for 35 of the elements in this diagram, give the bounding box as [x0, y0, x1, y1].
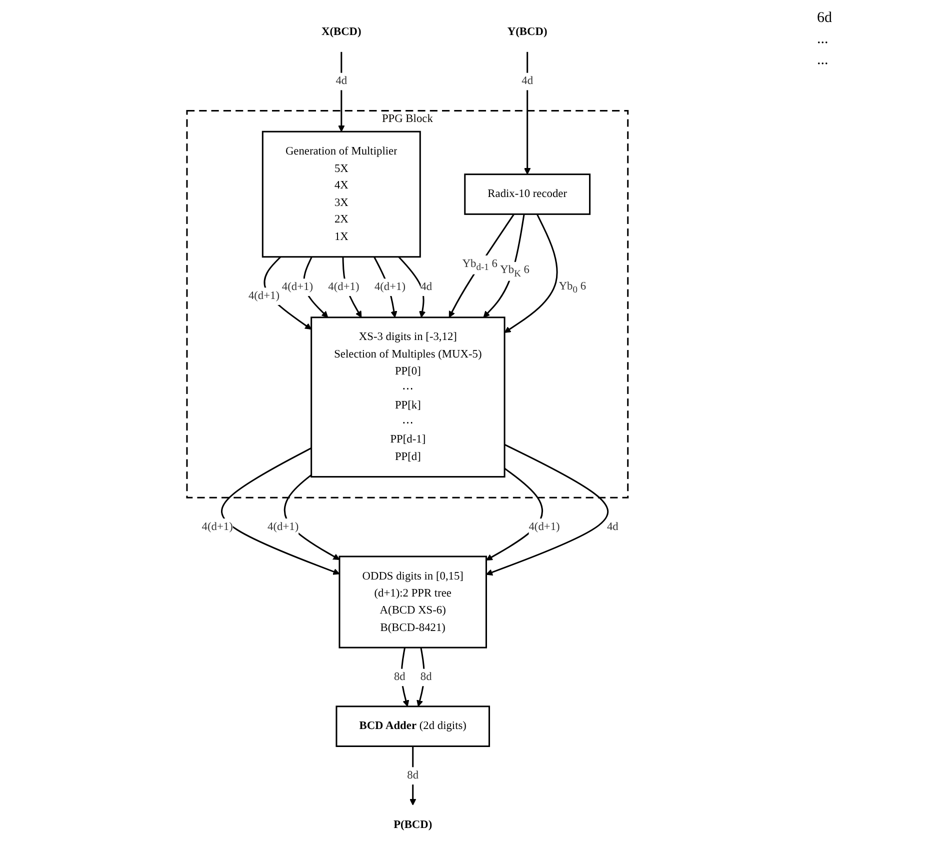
edge-label: 4(d+1)	[282, 280, 314, 294]
node-text: P(BCD)	[394, 818, 432, 831]
arrow	[504, 214, 558, 333]
edge-label: 8d	[407, 769, 419, 782]
arrow	[400, 647, 410, 707]
note-text: ...	[817, 31, 830, 48]
arrow	[398, 256, 426, 318]
edge-label: 4d	[607, 520, 618, 533]
note-text: ...	[817, 52, 830, 69]
node-box: ODDS digits in [0,15] (d+1):2 PPR tree A(BCD XS-6) B(BCD-8421)	[338, 556, 488, 648]
edge-label: Yb$_{K}$ 6	[500, 264, 530, 279]
edge-label: 4d	[420, 280, 432, 294]
arrow	[410, 746, 416, 806]
edge-label: 4(d+1)	[202, 520, 233, 533]
edge-label: 4d	[336, 75, 348, 88]
edge-label: 4(d+1)	[328, 280, 360, 294]
node-box: BCD Adder (2d digits)	[336, 706, 490, 748]
node-box: Generation of Multiplier 5X 4X 3X 2X 1X	[262, 130, 421, 258]
edge-label: Yb$_{0}$ 6	[558, 280, 586, 295]
arrow	[448, 214, 515, 318]
arrow	[524, 52, 531, 175]
edge-label: 4(d+1)	[248, 290, 280, 302]
arrow	[338, 52, 345, 132]
edge-label: Yb$_{d-1}$ 6	[462, 258, 498, 272]
edge-label: 4(d+1)	[374, 280, 406, 294]
edge-label: 4(d+1)	[528, 520, 560, 533]
edge-label: 8d	[394, 671, 406, 684]
edge-label: 4d	[522, 75, 534, 88]
node-text: Y(BCD)	[507, 26, 548, 38]
node-box: Radix-10 recoder	[464, 174, 591, 215]
node-text: X(BCD)	[322, 26, 362, 38]
edge-label: 8d	[420, 671, 432, 684]
note-text: 6d	[817, 10, 833, 27]
edge-label: 4(d+1)	[268, 520, 299, 533]
node-box: XS-3 digits in [-3,12] Selection of Multiples (MUX-5) PP[0] ⋯ PP[k] ⋯ PP[d-1] PP[d]	[310, 316, 506, 478]
